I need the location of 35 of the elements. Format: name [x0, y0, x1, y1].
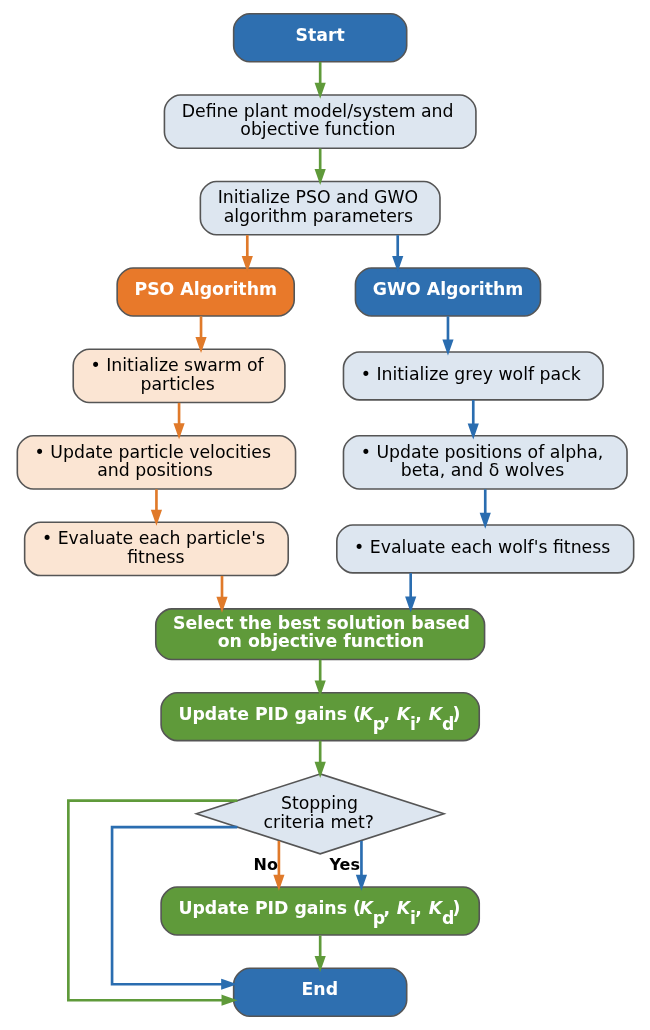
arrow	[479, 489, 491, 529]
arrow	[391, 235, 403, 272]
arrow	[215, 575, 228, 613]
node-box: • Evaluate each wolf's fitness	[335, 524, 634, 574]
edge-label: Yes	[328, 854, 360, 874]
node-box: • Evaluate each particle's fitness	[23, 521, 289, 577]
node-box: Define plant model/system and objective function	[163, 94, 477, 150]
arrow	[194, 316, 207, 354]
arrow	[314, 148, 326, 185]
node-box: Select the best solution based on objective function	[154, 608, 485, 661]
arrow	[441, 316, 454, 356]
node-box: • Update particle velocities and positions	[16, 435, 296, 490]
arrow	[314, 935, 326, 972]
node-box: • Initialize grey wolf pack	[342, 351, 604, 401]
arrow	[66, 799, 238, 1006]
node-box: PSO Algorithm	[115, 267, 295, 317]
arrow	[467, 400, 479, 440]
arrow	[404, 573, 416, 613]
arrow	[355, 840, 367, 891]
arrow	[272, 840, 284, 891]
arrow	[110, 825, 237, 990]
node-box: End	[232, 967, 407, 1017]
arrow	[241, 235, 253, 272]
node-diamond: Stopping criteria met?	[193, 773, 447, 855]
arrow	[314, 62, 326, 99]
arrow	[172, 402, 185, 440]
node-box: Start	[232, 13, 407, 63]
node-box: • Initialize swarm of particles	[71, 348, 286, 404]
arrow	[314, 659, 326, 697]
arrow	[314, 740, 326, 778]
edge-label: No	[253, 854, 278, 874]
arrow	[150, 489, 162, 526]
node-box: Initialize PSO and GWO algorithm parameters	[199, 180, 441, 236]
node-box: • Update positions of alpha, beta, and δ wolves	[342, 435, 628, 490]
node-box: GWO Algorithm	[354, 267, 541, 317]
